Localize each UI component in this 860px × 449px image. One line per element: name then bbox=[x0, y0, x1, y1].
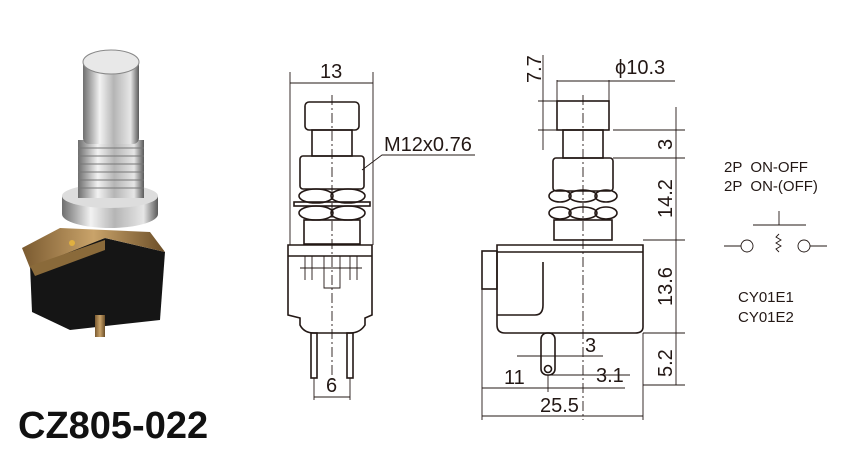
dim-14-2: 14.2 bbox=[655, 179, 677, 218]
dim-width: 13 bbox=[320, 61, 342, 83]
dim-cap-diameter: ϕ10.3 bbox=[615, 57, 665, 79]
dim-13-6: 13.6 bbox=[655, 267, 677, 306]
side-view-drawing bbox=[481, 55, 685, 420]
product-photo bbox=[22, 49, 165, 337]
front-view-drawing bbox=[287, 72, 475, 400]
model-title: CZ805-022 bbox=[18, 405, 208, 447]
dim-3: 3 bbox=[655, 139, 677, 150]
code-2: CY01E2 bbox=[738, 309, 794, 326]
switch-symbol-icon bbox=[724, 211, 827, 253]
dim-total-length: 25.5 bbox=[540, 395, 579, 417]
dim-cap-height: 7.7 bbox=[524, 55, 546, 83]
dim-pin-spacing: 6 bbox=[326, 375, 337, 397]
code-1: CY01E1 bbox=[738, 289, 794, 306]
switch-type-2: 2P ON-(OFF) bbox=[724, 178, 818, 195]
switch-type-1: 2P ON-OFF bbox=[724, 159, 808, 176]
dim-pin-position: 11 bbox=[504, 367, 525, 389]
thread-label: M12x0.76 bbox=[384, 134, 472, 156]
dim-pin-width: 3 bbox=[585, 335, 596, 357]
dim-5-2: 5.2 bbox=[655, 349, 677, 377]
dim-pin-offset: 3.1 bbox=[596, 365, 624, 387]
